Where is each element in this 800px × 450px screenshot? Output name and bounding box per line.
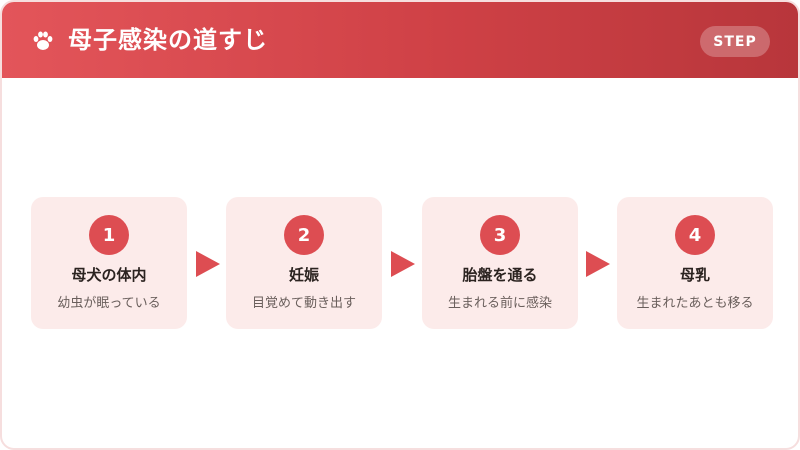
step-number: 1	[89, 215, 129, 255]
arrow-right-icon	[586, 251, 610, 277]
step-title: 母犬の体内	[71, 266, 147, 284]
step-description: 幼虫が眠っている	[57, 296, 161, 311]
step-card-2: 2 妊娠 目覚めて動き出す	[226, 197, 382, 329]
step-number: 2	[284, 215, 324, 255]
step-description: 目覚めて動き出す	[251, 296, 356, 311]
step-card-1: 1 母犬の体内 幼虫が眠っている	[31, 197, 187, 329]
step-title: 母乳	[679, 266, 710, 284]
page-title: 母子感染の道すじ	[68, 26, 268, 54]
step-badge: STEP	[700, 26, 770, 57]
step-title: 胎盤を通る	[462, 266, 538, 284]
step-number: 3	[480, 215, 520, 255]
steps-row: 1 母犬の体内 幼虫が眠っている 2 妊娠 目覚めて動き出す 3 胎盤を通る 生…	[31, 197, 773, 329]
step-number: 4	[675, 215, 715, 255]
step-description: 生まれたあとも移る	[636, 296, 754, 311]
paw-icon	[33, 31, 53, 50]
step-title: 妊娠	[288, 266, 319, 284]
arrow-right-icon	[391, 251, 415, 277]
header-bar: 母子感染の道すじ STEP	[2, 2, 798, 78]
arrow-right-icon	[196, 251, 220, 277]
step-description: 生まれる前に感染	[447, 296, 552, 311]
step-card-3: 3 胎盤を通る 生まれる前に感染	[422, 197, 578, 329]
step-card-4: 4 母乳 生まれたあとも移る	[617, 197, 773, 329]
